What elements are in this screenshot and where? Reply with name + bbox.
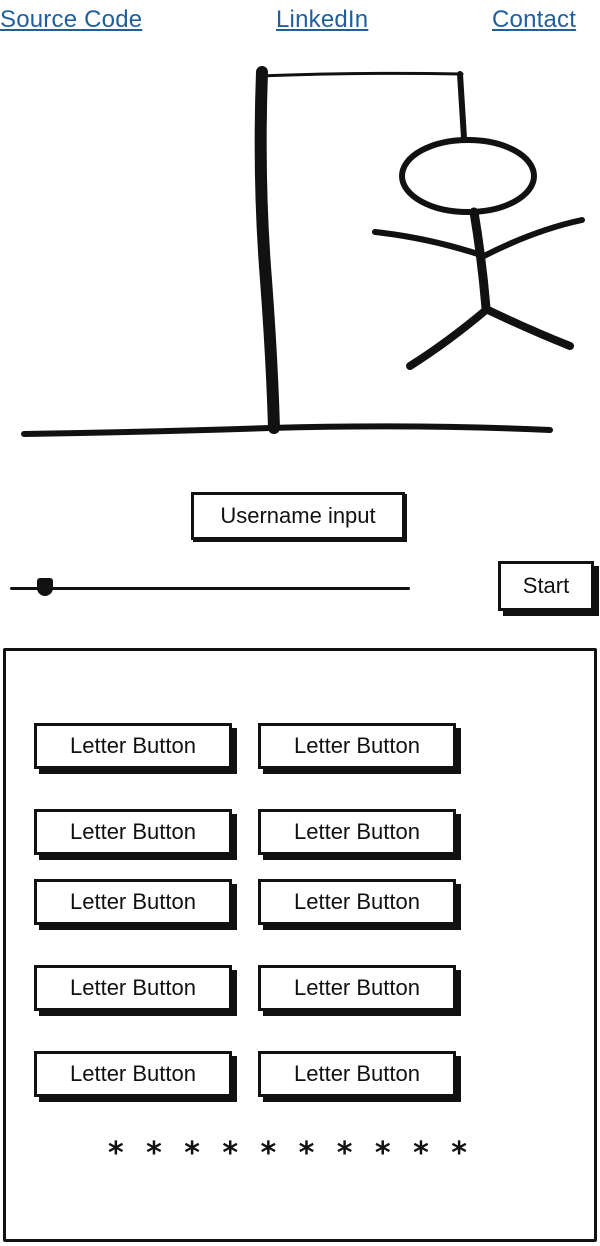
- letter-button[interactable]: Letter Button: [34, 723, 232, 769]
- figure-right-leg: [484, 306, 574, 350]
- letter-button[interactable]: Letter Button: [34, 965, 232, 1011]
- letter-button[interactable]: Letter Button: [258, 879, 456, 925]
- username-input[interactable]: [191, 492, 405, 540]
- start-button[interactable]: Start: [498, 561, 594, 611]
- letter-button[interactable]: Letter Button: [34, 879, 232, 925]
- letter-button[interactable]: Letter Button: [258, 965, 456, 1011]
- letter-button[interactable]: Letter Button: [258, 809, 456, 855]
- contact-link[interactable]: Contact: [492, 6, 577, 33]
- linkedin-link[interactable]: LinkedIn: [276, 6, 369, 33]
- hangman-drawing: [21, 66, 585, 437]
- source-code-link[interactable]: Source Code: [0, 6, 143, 33]
- hidden-word: * * * * * * * * * *: [108, 1136, 473, 1171]
- slider-thumb[interactable]: [37, 578, 53, 596]
- gallows-base: [21, 423, 553, 437]
- figure-left-arm: [372, 229, 487, 259]
- figure-body: [469, 207, 491, 313]
- gallows-beam: [256, 71, 464, 78]
- gallows-pole: [254, 66, 280, 434]
- letter-button[interactable]: Letter Button: [34, 809, 232, 855]
- letter-button[interactable]: Letter Button: [258, 1051, 456, 1097]
- game-panel: Letter Button Letter Button Letter Butto…: [3, 648, 597, 1242]
- difficulty-slider[interactable]: [10, 574, 412, 602]
- figure-left-leg: [406, 306, 490, 370]
- figure-right-arm: [481, 217, 585, 259]
- gallows-rope: [457, 71, 467, 141]
- letter-button[interactable]: Letter Button: [258, 723, 456, 769]
- letter-button[interactable]: Letter Button: [34, 1051, 232, 1097]
- slider-track[interactable]: [10, 587, 410, 590]
- figure-head: [399, 137, 537, 215]
